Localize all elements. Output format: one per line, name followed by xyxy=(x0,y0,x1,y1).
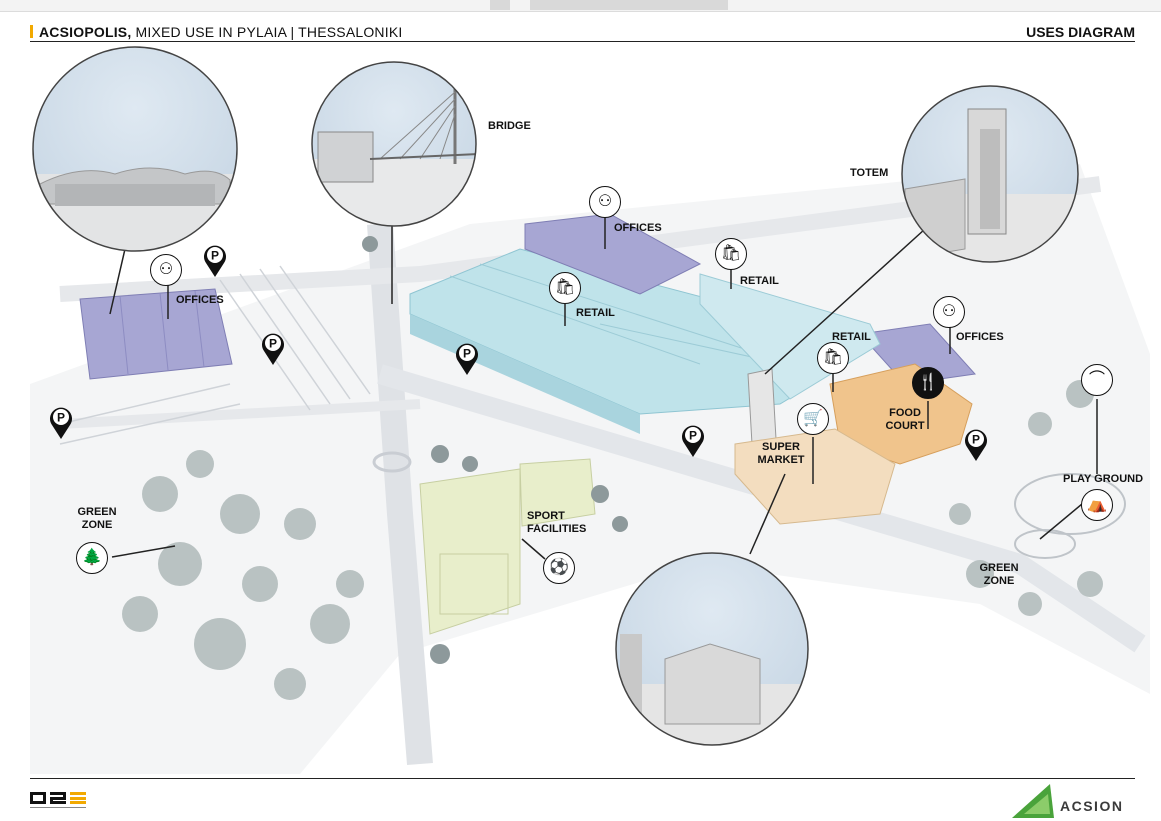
offices-icon: ⚇ xyxy=(150,254,182,286)
footer-divider xyxy=(30,778,1135,779)
sport-balls-icon: ⚽ xyxy=(543,552,575,584)
playground-glyph: ⛺ xyxy=(1087,496,1107,513)
pavilion-icon: ⌒ xyxy=(1081,364,1113,396)
svg-text:P: P xyxy=(211,249,219,263)
architect-logo xyxy=(30,792,86,808)
label-food-court: FOOD COURT xyxy=(880,407,930,433)
page-title: ACSIOPOLIS, MIXED USE IN PYLAIA | THESSA… xyxy=(39,24,402,40)
label-offices-left: OFFICES xyxy=(176,294,224,306)
parking-pin-icon: P xyxy=(965,429,987,461)
inset-entrance xyxy=(32,46,238,252)
parking-pin-icon: P xyxy=(262,333,284,365)
label-green: GREEN xyxy=(77,506,117,518)
svg-text:P: P xyxy=(463,347,471,361)
retail-bag-glyph: 🛍 xyxy=(822,349,844,366)
label-super-market: SUPER MARKET xyxy=(754,441,808,467)
cart-glyph: 🛒 xyxy=(803,410,823,427)
label-super: SUPER xyxy=(762,441,800,453)
offices-icon: ⚇ xyxy=(933,296,965,328)
label-offices-right: OFFICES xyxy=(956,331,1004,343)
label-retail: RETAIL xyxy=(832,331,871,343)
offices-icon-glyph: ⚇ xyxy=(941,303,957,320)
totem-tower xyxy=(747,368,777,445)
cutlery-glyph: 🍴 xyxy=(918,374,938,391)
parking-pin-icon: P xyxy=(456,343,478,375)
acsion-wordmark: ACSION xyxy=(1060,798,1124,814)
shopping-cart-icon: 🛒 xyxy=(797,403,829,435)
label-green-zone-right: GREEN ZONE xyxy=(974,562,1024,588)
title-bold: ACSIOPOLIS, xyxy=(39,24,132,40)
site-plan: BRIDGE TOTEM OFFICES OFFICES OFFICES RET… xyxy=(0,44,1161,774)
label-bridge: BRIDGE xyxy=(488,120,531,132)
retail-bag-glyph: 🛍 xyxy=(720,245,742,262)
retail-bag-icon: 🛍 xyxy=(715,238,747,270)
label-totem: TOTEM xyxy=(850,167,889,179)
label-court: COURT xyxy=(885,420,925,432)
label-green-zone-left: GREEN ZONE xyxy=(72,506,122,532)
acsion-triangle-icon xyxy=(1012,784,1054,818)
trees-glyph: 🌲 xyxy=(82,549,102,566)
offices-icon-glyph: ⚇ xyxy=(158,261,174,278)
sport-block xyxy=(419,458,596,635)
playground-area xyxy=(1014,473,1126,559)
playground-slide-icon: ⛺ xyxy=(1081,489,1113,521)
label-retail: RETAIL xyxy=(740,275,779,287)
label-food: FOOD xyxy=(889,407,921,419)
inset-totem xyxy=(901,85,1079,263)
label-facilities: FACILITIES xyxy=(527,523,587,535)
retail-bag-icon: 🛍 xyxy=(549,272,581,304)
svg-text:P: P xyxy=(689,429,697,443)
label-market: MARKET xyxy=(757,454,805,466)
parking-pin-icon: P xyxy=(204,245,226,277)
pavilion-glyph: ⌒ xyxy=(1088,371,1105,388)
trees-mid xyxy=(362,236,628,664)
offices-icon-glyph: ⚇ xyxy=(597,193,613,210)
acsion-logo: ACSION xyxy=(1010,780,1140,820)
top-tab xyxy=(490,0,510,10)
label-playground: PLAY GROUND xyxy=(1063,473,1144,485)
accent-bar xyxy=(30,25,33,38)
svg-text:P: P xyxy=(972,433,980,447)
sport-glyph: ⚽ xyxy=(549,559,569,576)
food-court-cutlery-icon: 🍴 xyxy=(912,367,944,399)
parking-pin-icon: P xyxy=(682,425,704,457)
label-sport: SPORT xyxy=(527,510,565,522)
label-green: GREEN xyxy=(979,562,1019,574)
leader-lines xyxy=(109,216,1098,560)
trees-icon: 🌲 xyxy=(76,542,108,574)
trees-right xyxy=(949,380,1103,616)
title-rest: MIXED USE IN PYLAIA | THESSALONIKI xyxy=(131,24,403,40)
label-zone: ZONE xyxy=(983,575,1015,587)
label-sport-facilities: SPORT FACILITIES xyxy=(527,510,586,536)
parking-pin-icon: P xyxy=(50,407,72,439)
diagram-title: USES DIAGRAM xyxy=(1026,24,1135,40)
trees-left xyxy=(122,450,364,700)
offices-icon: ⚇ xyxy=(589,186,621,218)
header: ACSIOPOLIS, MIXED USE IN PYLAIA | THESSA… xyxy=(30,22,1135,42)
office-right-block xyxy=(859,323,976,385)
inset-supermarket xyxy=(615,552,809,746)
top-tab xyxy=(530,0,728,10)
svg-text:P: P xyxy=(269,337,277,351)
label-zone: ZONE xyxy=(81,519,113,531)
site-plan-drawing xyxy=(30,46,1150,774)
label-retail: RETAIL xyxy=(576,307,615,319)
label-offices-top: OFFICES xyxy=(614,222,662,234)
inset-bridge xyxy=(311,61,477,227)
supermarket-block xyxy=(734,428,896,525)
retail-bag-glyph: 🛍 xyxy=(554,279,576,296)
retail-bag-icon: 🛍 xyxy=(817,342,849,374)
office-left-block xyxy=(79,288,233,380)
svg-text:P: P xyxy=(57,411,65,425)
top-strip xyxy=(0,0,1161,12)
